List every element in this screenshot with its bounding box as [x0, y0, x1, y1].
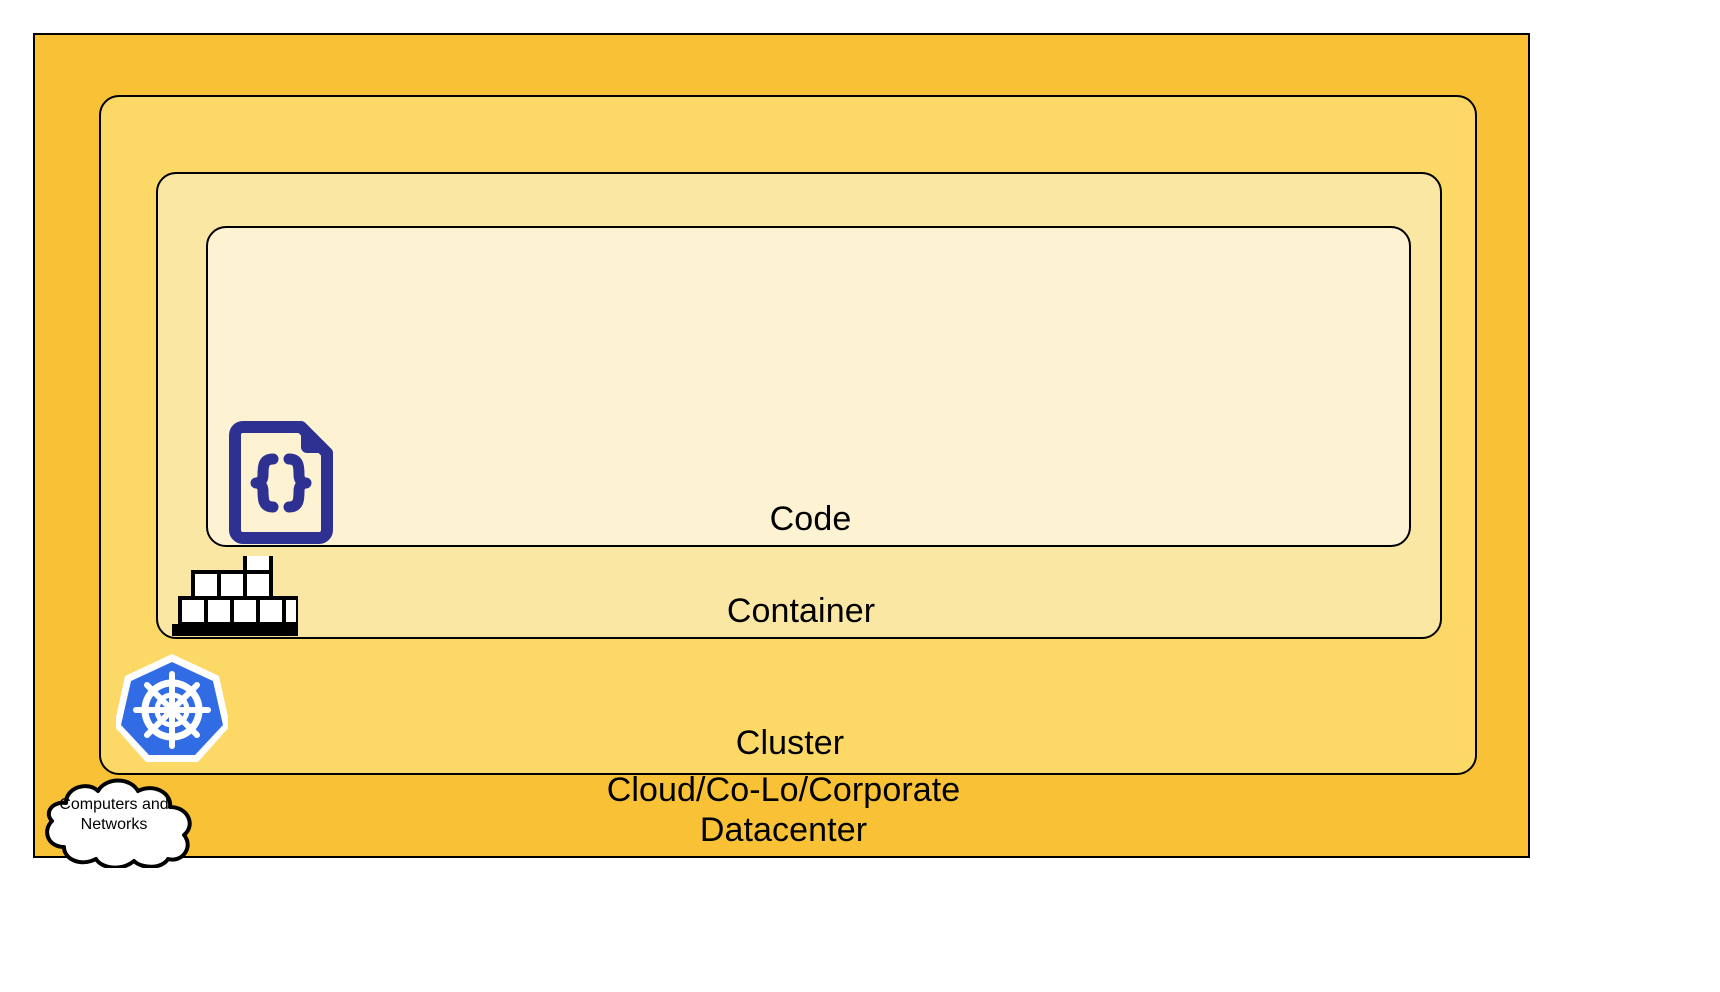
kubernetes-icon [114, 652, 230, 764]
layer-datacenter-label: Cloud/Co-Lo/Corporate Datacenter [606, 770, 961, 849]
layer-cluster[interactable]: Cluster [99, 95, 1477, 775]
code-file-icon [229, 421, 333, 544]
layer-container-label: Container [726, 591, 876, 630]
computers-networks-cloud[interactable]: Computers and Networks [24, 773, 204, 870]
layer-code-label: Code [769, 499, 852, 538]
cloud-shape-icon [45, 778, 192, 870]
layer-datacenter[interactable]: Cloud/Co-Lo/Corporate Datacenter Cluster [33, 33, 1530, 858]
container-blocks-icon [172, 544, 300, 636]
layer-container[interactable]: Container [156, 172, 1442, 639]
layer-code[interactable]: Code [206, 226, 1411, 547]
layer-cluster-label: Cluster [735, 723, 845, 762]
